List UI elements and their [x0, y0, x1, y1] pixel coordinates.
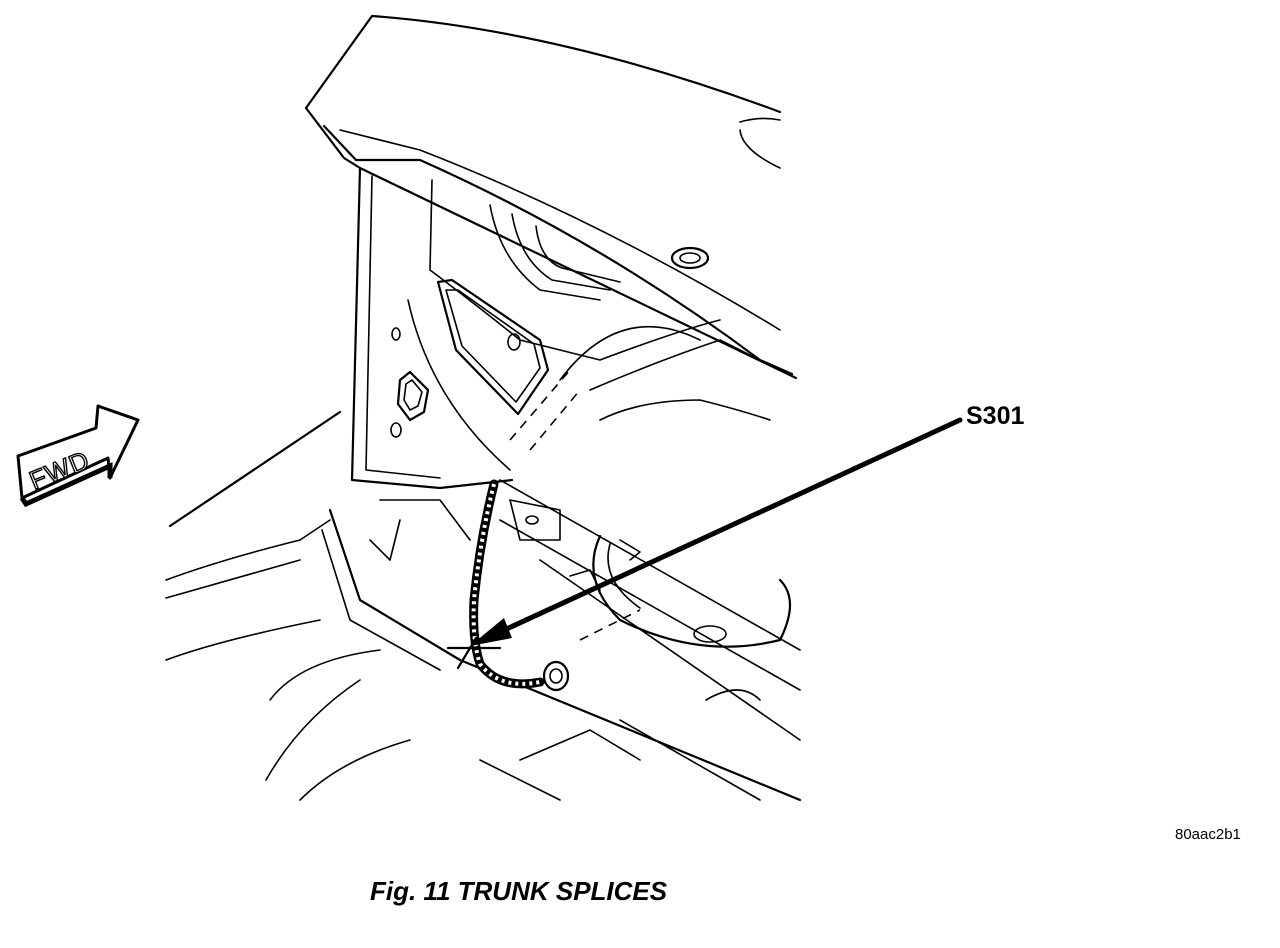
splice-label-s301: S301 [966, 402, 1025, 430]
s301-leader-arrow [470, 417, 963, 646]
figure-caption: Fig. 11 TRUNK SPLICES [370, 876, 668, 906]
figure-code: 80aac2b1 [1175, 826, 1241, 843]
wiring-harness [446, 479, 545, 689]
trunk-body [165, 410, 802, 802]
trunk-lid [304, 14, 798, 490]
fwd-arrow: FWD [16, 404, 140, 508]
